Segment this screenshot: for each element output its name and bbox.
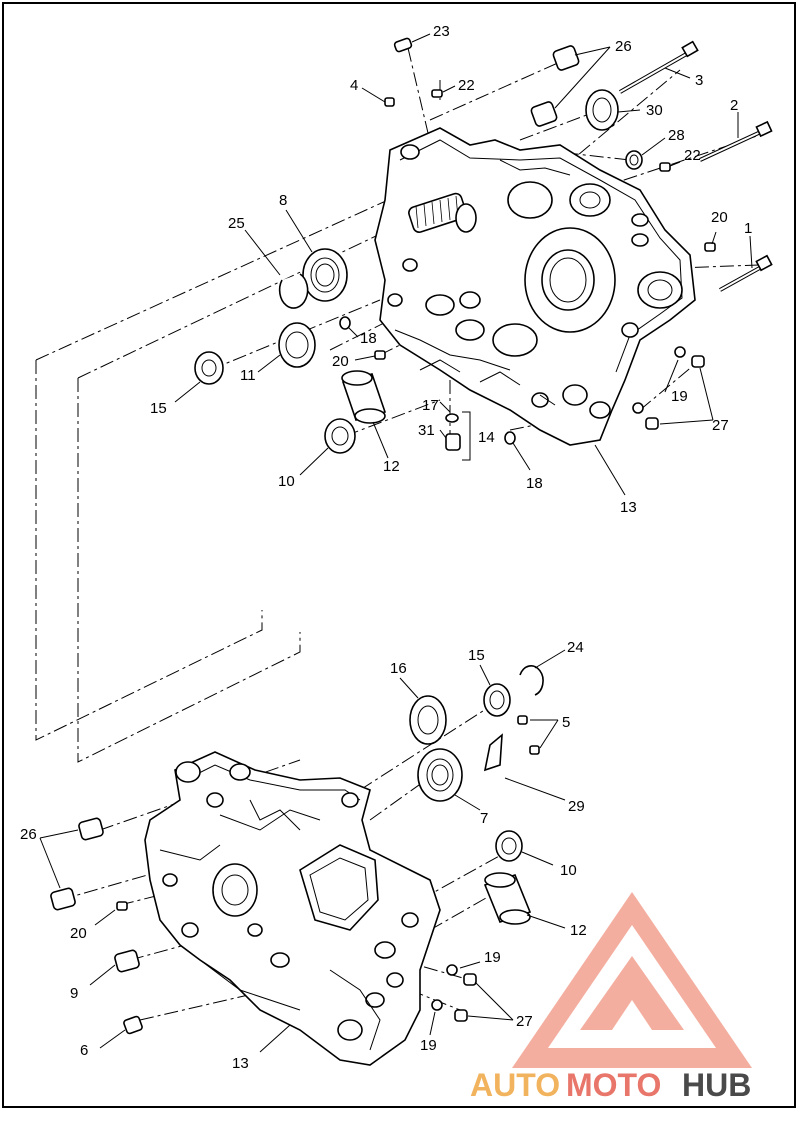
plug-31: [445, 433, 461, 451]
bolt-2: [699, 120, 773, 162]
callout-20c: 20: [70, 925, 87, 942]
callout-18b: 18: [526, 475, 543, 492]
callout-17: 17: [422, 397, 439, 414]
callout-19c: 19: [420, 1037, 437, 1054]
o-ring-18b: [504, 431, 516, 445]
bolt-3: [619, 40, 699, 94]
bearing-7: [417, 748, 463, 802]
callout-labels: 23 26 22 4 3 30 2 28 22 8 25 20 1 18 20 …: [20, 23, 752, 1072]
pin-22a: [431, 89, 443, 98]
washer-19b: [632, 402, 644, 414]
pin-20b: [374, 350, 386, 360]
callout-19b: 19: [484, 949, 501, 966]
bearing-10b: [495, 830, 523, 862]
dowel-9: [114, 949, 140, 973]
callout-27b: 27: [516, 1013, 533, 1030]
callout-11: 11: [240, 367, 256, 384]
bracket-29: [483, 733, 503, 772]
pin-20a: [704, 242, 716, 252]
bearing-10a: [324, 418, 356, 454]
callout-10b: 10: [560, 862, 577, 879]
callout-15b: 15: [468, 647, 485, 664]
callout-28: 28: [668, 127, 685, 144]
plug-27c: [463, 973, 477, 986]
callout-5: 5: [562, 714, 570, 731]
screw-5a: [517, 715, 528, 725]
callout-19a: 19: [671, 388, 688, 405]
plug-27d: [454, 1009, 468, 1022]
callout-18a: 18: [360, 330, 377, 347]
callout-26a: 26: [615, 38, 632, 55]
callout-3: 3: [695, 72, 703, 89]
bearing-11: [278, 322, 316, 368]
callout-12b: 12: [570, 922, 587, 939]
o-ring-18a: [339, 316, 351, 330]
callout-26b: 26: [20, 826, 37, 843]
callout-12a: 12: [383, 458, 400, 475]
plug-27b: [645, 417, 659, 430]
screw-5b: [529, 745, 540, 755]
callout-10a: 10: [278, 473, 295, 490]
callout-23: 23: [433, 23, 450, 40]
pin-23: [393, 37, 413, 53]
callout-6: 6: [80, 1042, 88, 1059]
lower-crankcase: [144, 751, 441, 1066]
dowel-26d: [50, 887, 76, 911]
ring-24: [519, 665, 544, 696]
bearing-8: [302, 248, 348, 302]
pin-22b: [659, 162, 671, 172]
leader-lines: [39, 33, 753, 1053]
o-ring-17: [445, 413, 459, 423]
plug-27a: [691, 355, 705, 368]
callout-15a: 15: [150, 400, 167, 417]
brand-text-hub: HUB: [682, 1067, 751, 1103]
callout-25: 25: [228, 215, 245, 232]
ring-25: [278, 273, 309, 309]
callout-20b: 20: [332, 353, 349, 370]
washer-19a: [674, 346, 686, 358]
seal-28: [625, 150, 643, 170]
seal-15a: [194, 351, 224, 385]
callout-27a: 27: [712, 417, 729, 434]
callout-8: 8: [279, 192, 287, 209]
callout-30: 30: [646, 102, 663, 119]
pin-20c: [116, 901, 128, 911]
dowel-26c: [78, 817, 104, 841]
callout-1: 1: [744, 220, 752, 237]
callout-29: 29: [568, 798, 585, 815]
callout-4: 4: [350, 77, 358, 94]
seal-15b: [483, 683, 511, 717]
brand-text-moto: MOTO: [566, 1067, 661, 1103]
callout-13a: 13: [620, 499, 637, 516]
callout-14: 14: [478, 429, 495, 446]
brand-wordmark: AUTO MOTO HUB: [470, 1067, 751, 1103]
callout-31: 31: [418, 422, 435, 439]
callout-2: 2: [730, 97, 738, 114]
upper-crankcase: [374, 127, 696, 446]
parts-small: [50, 37, 773, 1035]
callout-24: 24: [567, 639, 584, 656]
bolt-1: [719, 254, 773, 292]
fitting-6: [123, 1015, 143, 1035]
callout-22a: 22: [458, 77, 475, 94]
callout-20a: 20: [711, 209, 728, 226]
callout-7: 7: [480, 810, 488, 827]
brand-text-auto: AUTO: [470, 1067, 560, 1103]
washer-19d: [431, 999, 443, 1011]
diagram-frame: [2, 2, 796, 1108]
callout-16: 16: [390, 660, 407, 677]
callout-13b: 13: [232, 1055, 249, 1072]
seal-30: [585, 89, 619, 131]
callout-22b: 22: [684, 147, 701, 164]
washer-19c: [446, 964, 458, 976]
dowel-26b: [530, 101, 558, 127]
dowel-26a: [552, 45, 580, 71]
plug-4: [384, 97, 395, 107]
bearing-16: [409, 695, 447, 745]
brand-logo: [512, 892, 752, 1068]
callout-9: 9: [70, 985, 78, 1002]
